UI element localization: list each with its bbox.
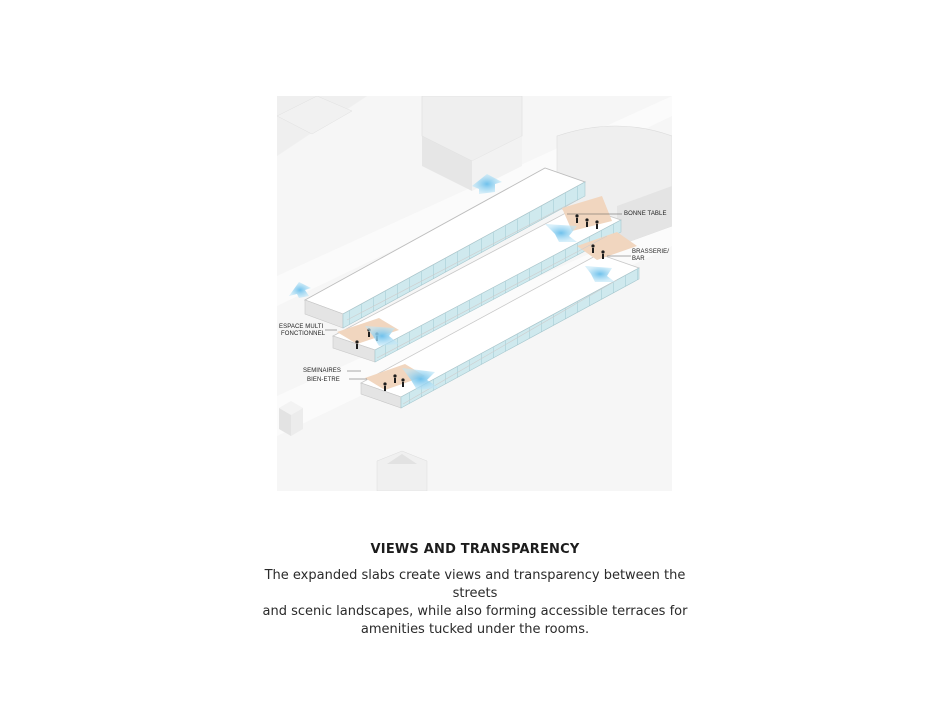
callout-brasserie-line2: BAR — [632, 256, 645, 262]
caption-title: VIEWS AND TRANSPARENCY — [370, 542, 580, 557]
callout-bien-etre: BIEN-ETRE — [307, 377, 340, 383]
callout-brasserie-line1: BRASSERIE/ — [632, 249, 669, 255]
caption-line-2: and scenic landscapes, while also formin… — [262, 604, 688, 619]
view-arrow-right-middle-icon — [585, 266, 615, 282]
caption-line-3: amenities tucked under the rooms. — [360, 622, 590, 637]
view-arrow-lower-icon — [402, 368, 439, 390]
slab-upper — [303, 167, 612, 329]
view-arrows — [289, 174, 615, 390]
caption-line-1: The expanded slabs create views and tran… — [264, 568, 686, 601]
callout-espace-line2: FONCTIONNEL — [281, 331, 326, 337]
callout-espace-line1: ESPACE MULTI — [279, 324, 324, 330]
view-arrow-left-icon — [289, 282, 311, 298]
people-figures — [355, 214, 605, 391]
view-arrow-top-icon — [472, 174, 502, 194]
callout-seminaires: SEMINAIRES — [303, 368, 341, 374]
caption-body: The expanded slabs create views and tran… — [250, 567, 700, 639]
callout-leaders — [325, 213, 631, 380]
view-arrow-right-upper-icon — [545, 224, 577, 242]
slab-connections — [346, 199, 618, 405]
callout-bonne-table: BONNE TABLE — [624, 211, 667, 217]
axonometric-diagram: BONNE TABLE BRASSERIE/ BAR ESPACE MULTI … — [277, 96, 672, 491]
view-arrow-mid-left-icon — [365, 326, 399, 346]
terrace-upper-right — [562, 196, 612, 231]
